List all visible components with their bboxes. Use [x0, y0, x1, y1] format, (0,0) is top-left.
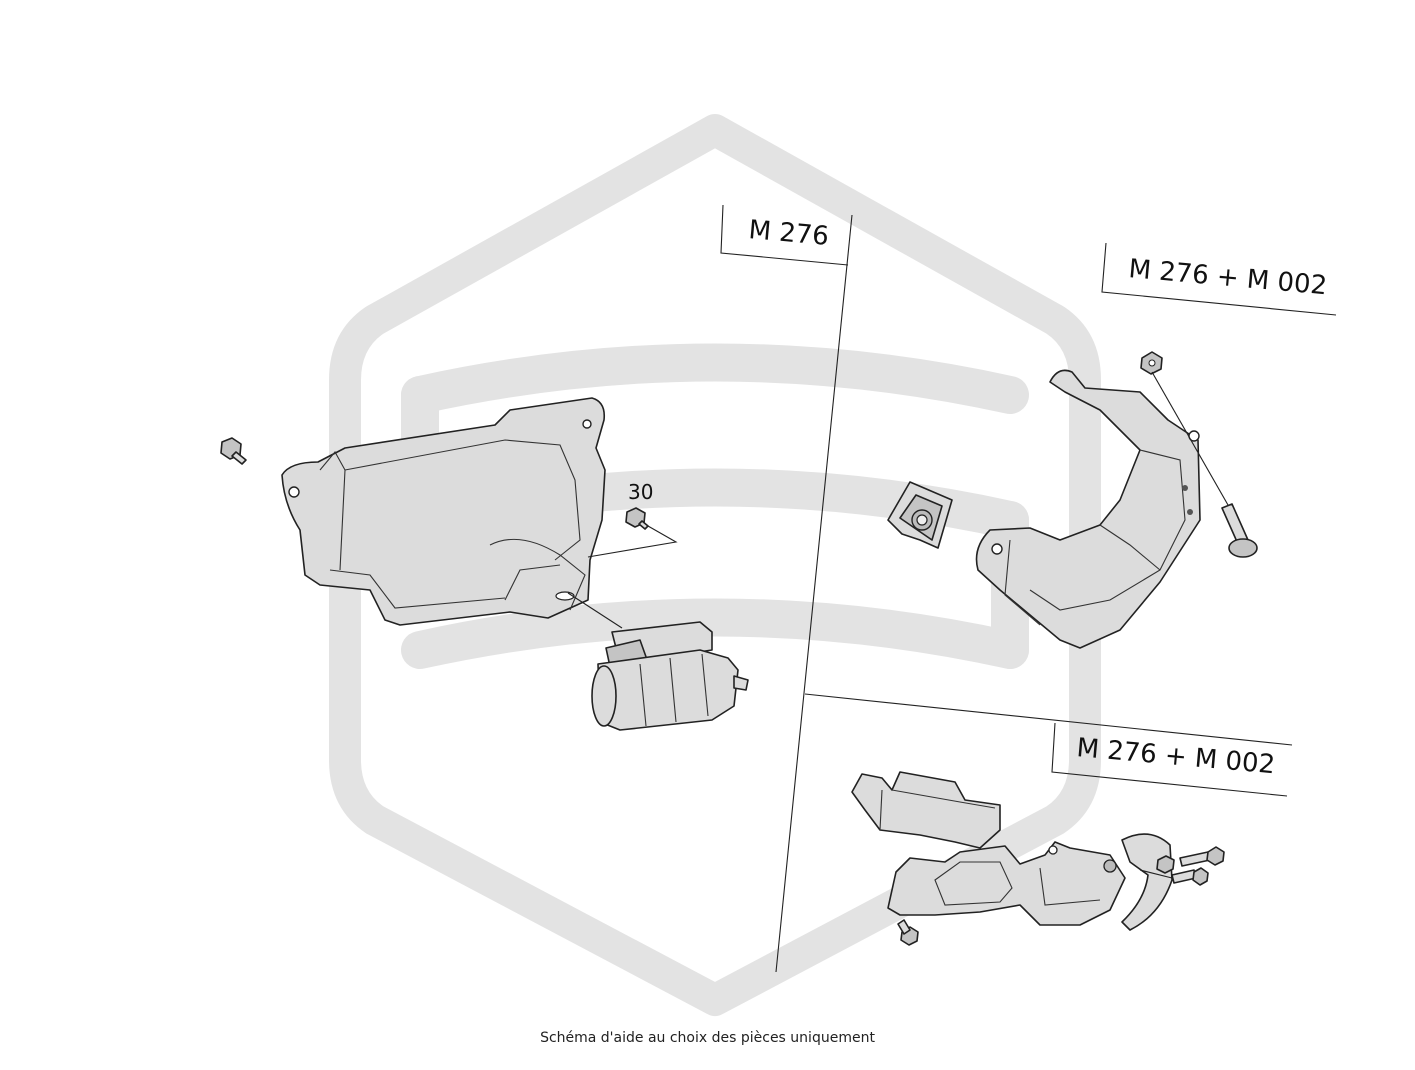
cover-bottom — [851, 771, 1001, 849]
starter-motor — [567, 592, 749, 731]
label-m276-text: M 276 — [747, 215, 830, 252]
callout-30: 30 — [587, 480, 678, 558]
heat-shield-right — [975, 369, 1201, 649]
section-dividers — [775, 214, 1293, 973]
heat-shield-left — [281, 397, 606, 626]
callout-30-text: 30 — [628, 480, 653, 504]
label-m276-m002-top-text: M 276 + M 002 — [1127, 254, 1328, 301]
bolt-long-right — [1140, 351, 1258, 558]
mounting-bracket — [887, 841, 1126, 926]
clip-nut — [887, 481, 953, 549]
clamp-bottom — [1121, 833, 1175, 931]
label-m276-m002-top: M 276 + M 002 — [1101, 242, 1337, 316]
bolts-bottom — [897, 846, 1225, 946]
bolt-left — [220, 437, 247, 465]
caption: Schéma d'aide au choix des pièces unique… — [540, 1030, 875, 1046]
label-m276: M 276 — [720, 204, 849, 266]
